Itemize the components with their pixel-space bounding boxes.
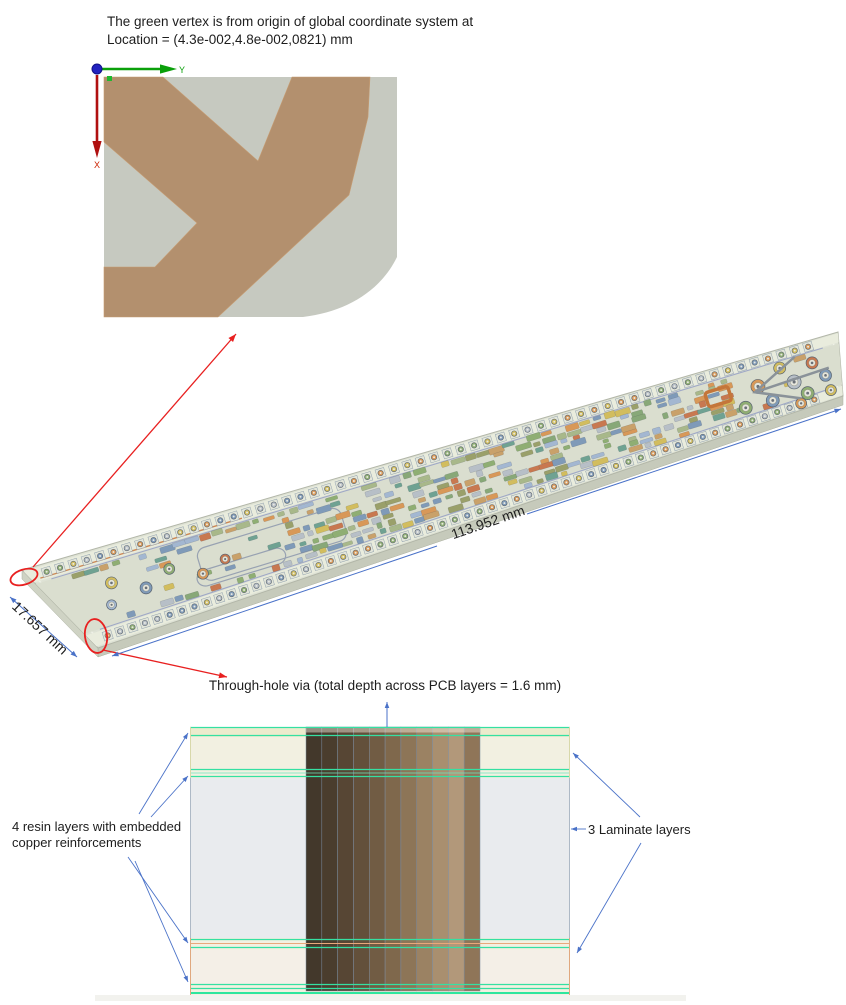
laminate-layers-label: 3 Laminate layers xyxy=(588,822,691,837)
x-axis-arrowhead-icon xyxy=(92,141,102,158)
highlight-ellipse-via xyxy=(83,618,109,654)
copper-trace-shape xyxy=(103,76,371,318)
embedded-copper-lines xyxy=(190,726,570,995)
green-vertex-marker xyxy=(107,76,112,81)
through-hole-via xyxy=(305,726,481,992)
resin-layers-label-line1: 4 resin layers with embedded xyxy=(12,819,182,834)
y-axis-label: Y xyxy=(179,65,185,75)
via-callout-label: Through-hole via (total depth across PCB… xyxy=(208,678,562,693)
x-axis-label: X xyxy=(94,160,100,170)
image-bottom-edge xyxy=(95,995,686,1001)
coordinate-triad: Y X xyxy=(91,63,185,170)
header-note-line2: Location = (4.3e-002,4.8e-002,0821) mm xyxy=(107,31,353,47)
board-components xyxy=(23,333,843,647)
resin-layers-label-line2: copper reinforcements xyxy=(12,835,142,850)
rounded-cutout xyxy=(303,257,397,317)
header-note: The green vertex is from origin of globa… xyxy=(107,13,567,48)
layer-cross-section xyxy=(95,726,686,1001)
annotation-overlay xyxy=(9,333,842,983)
y-axis-arrowhead-icon xyxy=(160,64,177,74)
callout-arrows xyxy=(9,333,842,983)
highlight-ellipse-board-origin xyxy=(9,567,39,587)
magnified-trace-view xyxy=(103,76,397,318)
header-note-line1: The green vertex is from origin of globa… xyxy=(107,14,474,29)
resin-layers-label: 4 resin layers with embedded copper rein… xyxy=(12,819,202,851)
origin-point-icon xyxy=(91,63,103,75)
pcb-isometric-view xyxy=(21,331,844,658)
